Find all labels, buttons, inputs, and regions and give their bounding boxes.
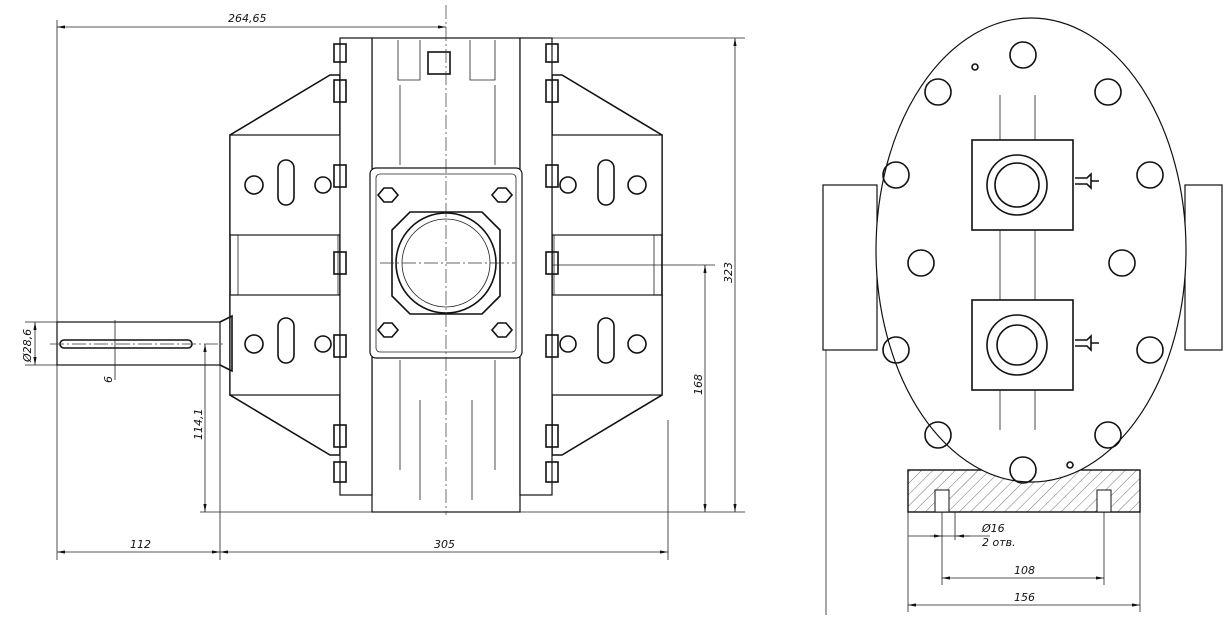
dim-key-width: 6 bbox=[102, 376, 115, 383]
upper-port-boss bbox=[971, 139, 1074, 231]
right-flange bbox=[519, 37, 553, 496]
right-side-cover bbox=[1184, 184, 1223, 351]
port-bolts bbox=[376, 187, 514, 338]
left-upper-block bbox=[229, 134, 341, 236]
left-housing-wing bbox=[229, 74, 341, 456]
flange-bolts bbox=[333, 43, 559, 483]
left-lower-block bbox=[229, 294, 341, 396]
dim-323: 323 bbox=[722, 262, 735, 283]
drive-shaft bbox=[56, 321, 221, 366]
side-view: Ø16 2 отв. 108 156 bbox=[822, 17, 1223, 615]
adjust-slots bbox=[244, 159, 647, 364]
dim-hole-count: 2 отв. bbox=[982, 536, 1016, 549]
dim-112: 112 bbox=[130, 538, 151, 551]
dimension-lines bbox=[33, 25, 737, 554]
cover-bolts bbox=[882, 41, 1164, 484]
left-flange bbox=[339, 37, 373, 496]
pump-end-cover bbox=[875, 17, 1187, 483]
front-view: 264,65 323 168 114,1 112 305 Ø28,6 6 bbox=[21, 5, 745, 560]
dim-156: 156 bbox=[1014, 591, 1035, 604]
right-upper-block bbox=[551, 134, 663, 236]
grease-fittings bbox=[1075, 172, 1099, 352]
lower-port-boss bbox=[971, 299, 1074, 391]
dim-hole-diameter: Ø16 bbox=[981, 522, 1005, 535]
dim-264-65: 264,65 bbox=[228, 12, 267, 25]
dim-114-1: 114,1 bbox=[192, 409, 205, 441]
dim-shaft-diameter: Ø28,6 bbox=[21, 329, 34, 363]
dim-108: 108 bbox=[1014, 564, 1035, 577]
dim-305: 305 bbox=[434, 538, 455, 551]
left-side-cover bbox=[822, 184, 878, 351]
nameplate-connector bbox=[427, 51, 451, 75]
dim-168: 168 bbox=[692, 374, 705, 395]
